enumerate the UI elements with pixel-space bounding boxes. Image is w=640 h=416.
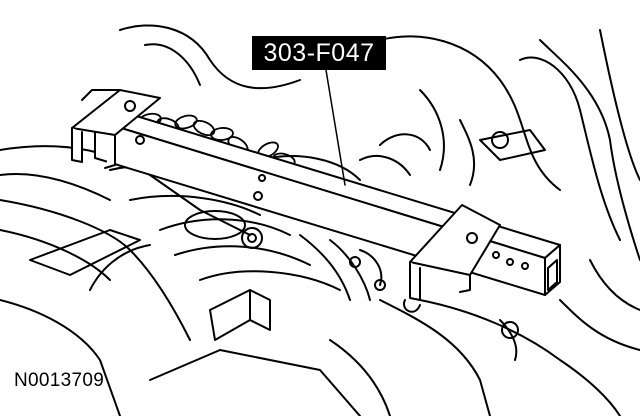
callout-leader-line: [325, 69, 346, 186]
right-bracket: [403, 204, 501, 313]
left-bracket: [71, 89, 161, 169]
engine-background: [0, 24, 640, 416]
tool-number-callout: 303-F047: [252, 36, 386, 70]
figure-id-label: N0013709: [14, 370, 105, 391]
tool-crossbar: [94, 107, 561, 296]
